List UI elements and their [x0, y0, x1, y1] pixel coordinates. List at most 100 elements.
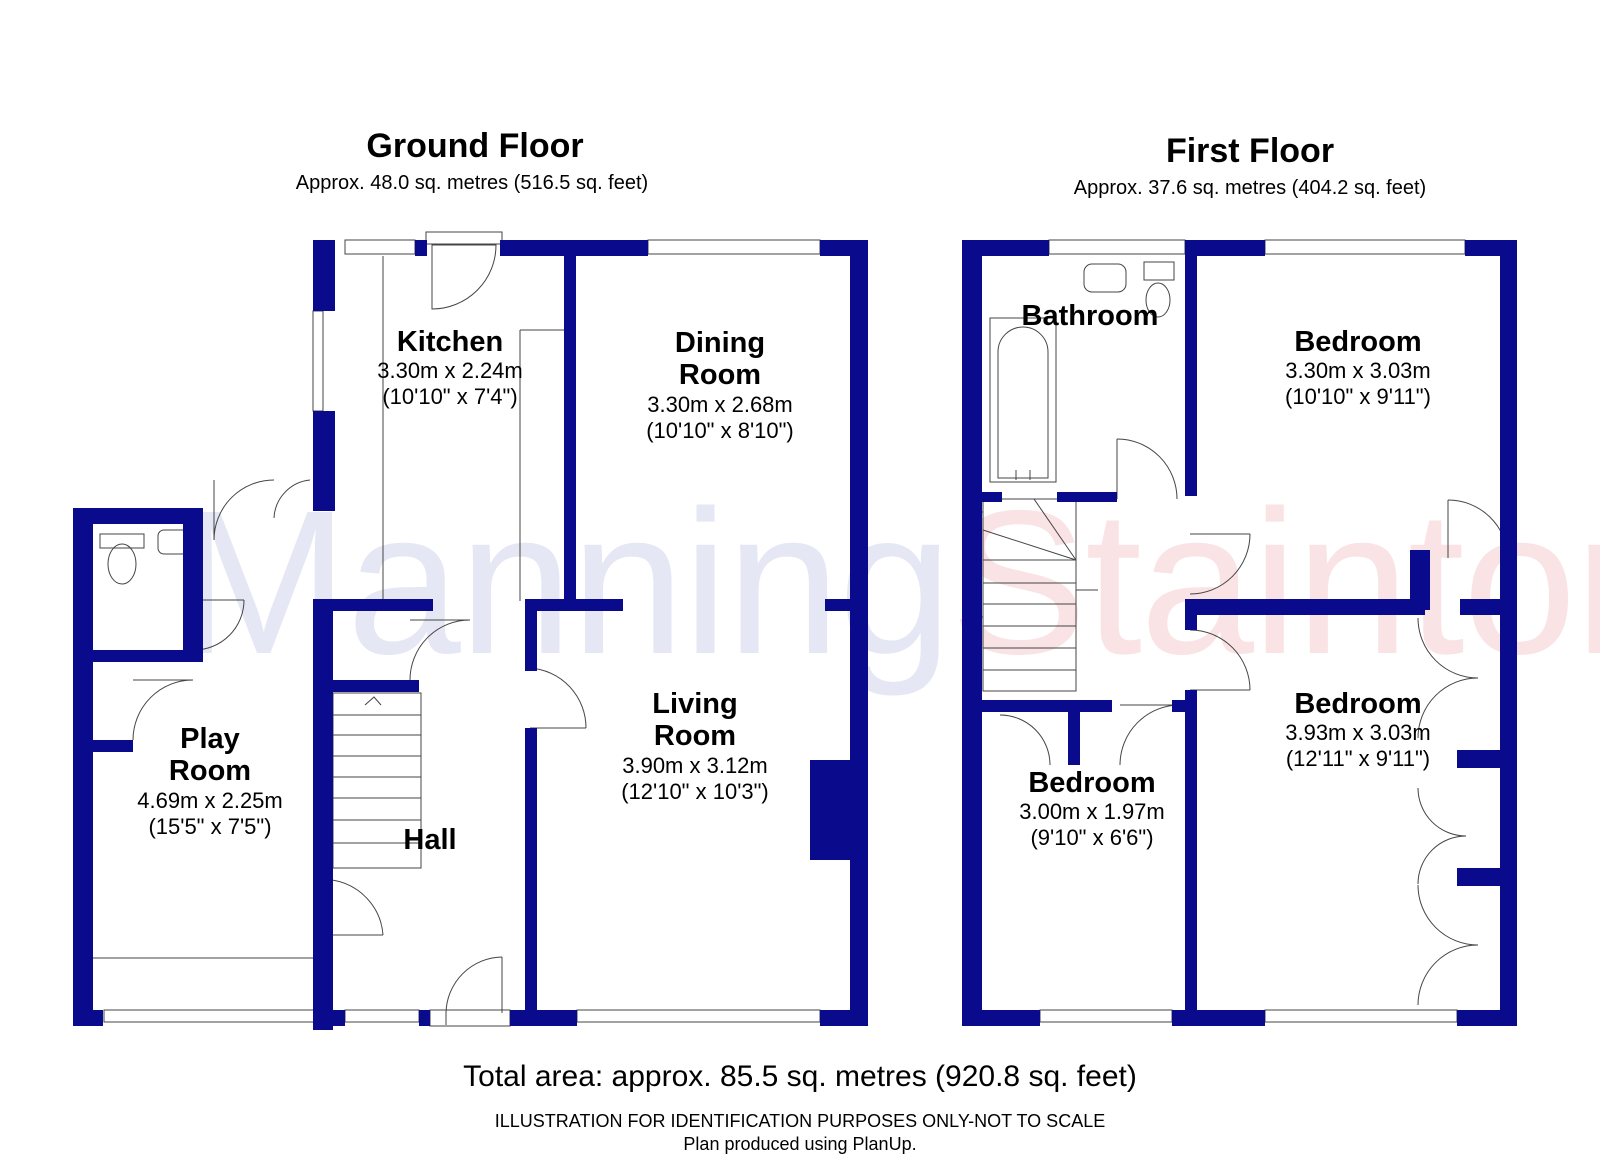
room-size-imperial: (12'10" x 10'3") — [621, 778, 769, 804]
wall-segment — [962, 1010, 1040, 1026]
first-floor-area: Approx. 37.6 sq. metres (404.2 sq. feet) — [1073, 177, 1427, 199]
door-frame — [429, 1009, 511, 1027]
wall-segment — [525, 728, 537, 1010]
wall-segment — [313, 599, 433, 611]
room-name: Bedroom — [1294, 326, 1422, 358]
door-swing — [431, 244, 497, 310]
wall-segment — [183, 508, 203, 598]
room-size-imperial: (9'10" x 6'6") — [1030, 825, 1154, 851]
wall-segment — [1457, 1010, 1517, 1026]
wall-segment — [1457, 750, 1517, 768]
wall-segment — [525, 599, 623, 611]
wall-segment — [982, 492, 1002, 502]
room-size-metric: 3.90m x 3.12m — [622, 752, 768, 778]
bath-fixture — [989, 317, 1057, 483]
room-name: Dining Room — [674, 327, 766, 392]
wall-segment — [982, 700, 1112, 712]
wall-segment — [825, 599, 850, 611]
wall-segment — [564, 256, 576, 601]
wall-segment — [1068, 700, 1080, 765]
wall-segment — [1057, 492, 1117, 502]
disclaimer: ILLUSTRATION FOR IDENTIFICATION PURPOSES… — [494, 1111, 1106, 1131]
total-area: Total area: approx. 85.5 sq. metres (920… — [463, 1060, 1137, 1093]
living-room-label: Living Room 3.90m x 3.12m (12'10" x 10'3… — [585, 688, 805, 805]
ground-floor-title: Ground Floor — [366, 127, 584, 165]
room-size-imperial: (15'5" x 7'5") — [148, 813, 272, 839]
wall-segment — [810, 760, 850, 860]
produced-by: Plan produced using PlanUp. — [683, 1134, 917, 1154]
room-size-metric: 3.00m x 1.97m — [1019, 799, 1165, 825]
window — [344, 1009, 420, 1023]
window — [344, 239, 416, 255]
wall-segment — [313, 256, 335, 311]
room-size-metric: 3.30m x 2.68m — [647, 391, 793, 417]
wall-segment — [1500, 240, 1517, 1025]
wall-segment — [1185, 690, 1197, 1025]
bedroom-1-label: Bedroom 3.30m x 3.03m (10'10" x 9'11") — [1248, 326, 1468, 410]
wall-segment — [419, 1010, 430, 1026]
room-size-metric: 3.93m x 3.03m — [1285, 720, 1431, 746]
window — [1264, 239, 1466, 255]
room-size-imperial: (10'10" x 8'10") — [646, 417, 794, 443]
bedroom-2-label: Bedroom 3.93m x 3.03m (12'11" x 9'11") — [1248, 688, 1468, 772]
wall-segment — [1185, 256, 1197, 496]
kitchen-label: Kitchen 3.30m x 2.24m (10'10" x 7'4") — [340, 326, 560, 410]
wall-segment — [313, 600, 333, 1030]
first-stairs — [982, 498, 1098, 692]
wall-segment — [1460, 599, 1517, 615]
wall-segment — [1410, 550, 1430, 610]
wall-segment — [73, 1010, 103, 1026]
wall-segment — [313, 411, 335, 511]
wc-icon — [1145, 282, 1171, 318]
wall-segment — [525, 611, 537, 671]
wall-segment — [415, 240, 427, 256]
window — [576, 1009, 821, 1023]
room-size-imperial: (12'11" x 9'11") — [1285, 746, 1431, 772]
basin-icon — [1083, 263, 1127, 293]
room-name: Bedroom — [1028, 767, 1156, 799]
room-size-metric: 3.30m x 2.24m — [377, 358, 523, 384]
dining-room-label: Dining Room 3.30m x 2.68m (10'10" x 8'10… — [610, 327, 830, 444]
wall-segment — [73, 508, 203, 524]
window — [1264, 1009, 1458, 1023]
window — [1048, 239, 1186, 255]
room-size-imperial: (10'10" x 9'11") — [1285, 384, 1431, 410]
window — [312, 310, 324, 412]
room-name: Kitchen — [396, 326, 504, 358]
wc-icon — [107, 543, 137, 585]
walls — [73, 240, 1517, 1030]
room-name: Bedroom — [1294, 688, 1422, 720]
wall-segment — [510, 1010, 577, 1026]
wall-segment — [962, 240, 982, 1025]
wall-segment — [1172, 700, 1188, 712]
wall-segment — [1185, 240, 1265, 256]
first-floor-title: First Floor — [1165, 132, 1335, 170]
wall-segment — [1457, 868, 1517, 886]
window — [647, 239, 821, 255]
wall-segment — [500, 240, 648, 256]
room-name: Living Room — [652, 688, 738, 753]
ground-floor-area: Approx. 48.0 sq. metres (516.5 sq. feet) — [295, 172, 649, 194]
bathroom-label: Bathroom — [1021, 300, 1159, 332]
wall-segment — [333, 680, 419, 692]
room-size-imperial: (10'10" x 7'4") — [382, 384, 518, 410]
wall-segment — [313, 862, 333, 880]
play-room-label: Play Room 4.69m x 2.25m (15'5" x 7'5") — [100, 723, 320, 840]
window — [1039, 1009, 1173, 1023]
wall-segment — [850, 240, 868, 1026]
wall-segment — [93, 650, 193, 662]
bedroom-3-label: Bedroom 3.00m x 1.97m (9'10" x 6'6") — [982, 767, 1202, 851]
room-size-metric: 4.69m x 2.25m — [137, 787, 283, 813]
room-name: Play Room — [168, 723, 252, 788]
wall-segment — [820, 1010, 868, 1026]
hall-label: Hall — [403, 824, 457, 856]
wall-segment — [183, 598, 203, 662]
wall-segment — [1185, 599, 1425, 615]
window — [103, 1009, 315, 1023]
wall-segment — [313, 240, 335, 256]
wall-segment — [73, 508, 93, 1026]
door-frame — [425, 231, 503, 245]
wall-segment — [962, 240, 1049, 256]
wall-segment — [93, 740, 133, 752]
